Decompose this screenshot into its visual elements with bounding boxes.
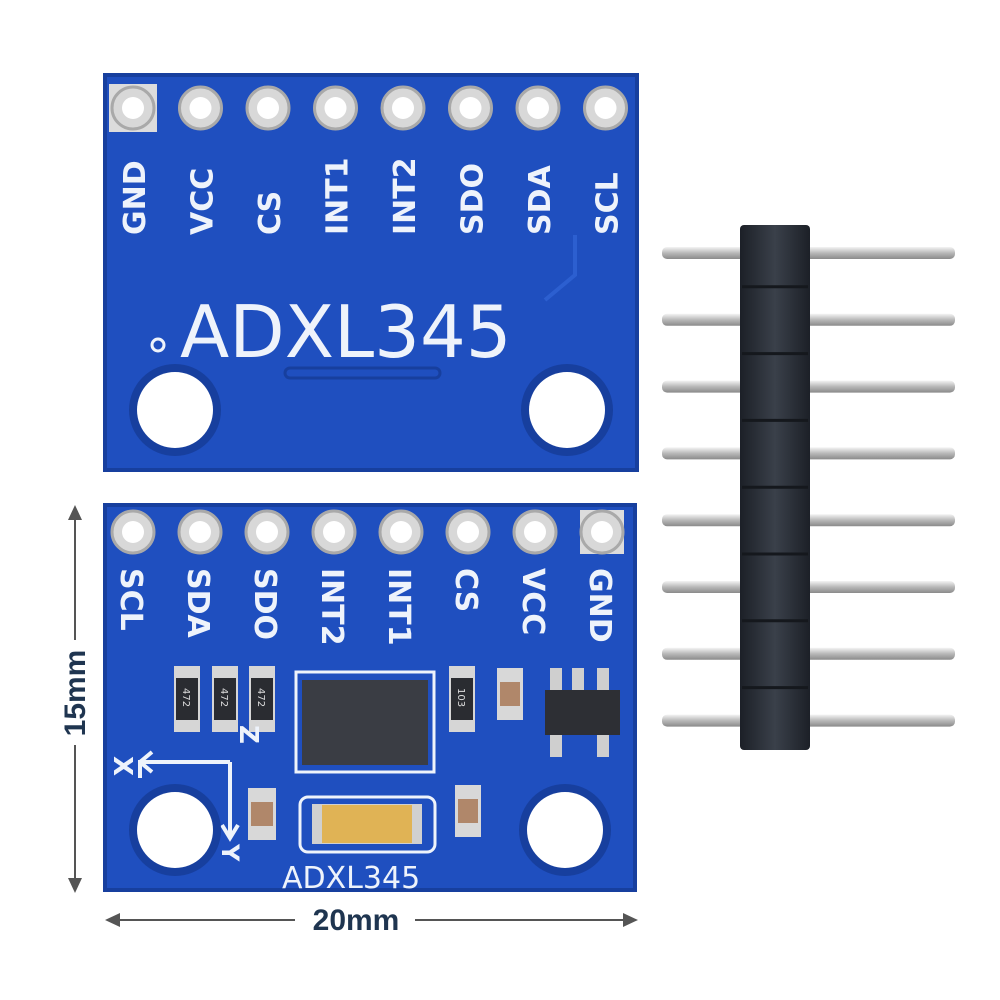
pin-label: INT2	[314, 568, 349, 646]
pin-label: INT1	[381, 568, 416, 646]
pin-label: SDA	[180, 568, 215, 639]
resistor-code: 472	[218, 688, 229, 707]
pin-label: VCC	[186, 168, 221, 235]
resistor-code: 103	[455, 688, 466, 707]
pin-label: SDO	[456, 163, 491, 235]
pin-label: SDA	[523, 164, 558, 235]
pin-label: SCL	[591, 172, 626, 235]
adxl345-chip	[302, 680, 428, 765]
y-axis-label: Y	[216, 843, 244, 862]
x-axis-label: X	[107, 756, 137, 776]
dimension-height: 15mm	[59, 505, 92, 893]
bottom-board: SCL SDA SDO INT2 INT1 CS VCC GND 472 472 472 103 X…	[103, 503, 637, 896]
pin-label: INT1	[321, 157, 356, 235]
chip-outline	[294, 670, 436, 774]
voltage-regulator	[545, 690, 620, 735]
resistor-code: 472	[180, 688, 191, 707]
pin-label: VCC	[515, 568, 550, 635]
top-board: GND VCC CS INT1 INT2 SDO SDA SCL ADXL345	[103, 73, 639, 472]
mounting-hole	[137, 372, 213, 448]
pin-label: SCL	[113, 568, 148, 631]
resistor-code: 472	[255, 688, 266, 707]
mounting-hole	[529, 372, 605, 448]
tantalum-capacitor	[322, 805, 412, 843]
height-label: 15mm	[59, 650, 92, 737]
capacitor	[497, 668, 523, 720]
capacitor	[248, 788, 276, 840]
trace	[543, 235, 577, 302]
resistor: 472	[249, 666, 275, 732]
resistor: 472	[212, 666, 238, 732]
dimension-width: 20mm	[105, 904, 638, 937]
pin-label: CS	[448, 568, 483, 612]
x-axis-arrow	[138, 750, 230, 778]
trace-slot	[283, 366, 442, 380]
z-axis-label: Z	[233, 725, 263, 744]
mounting-hole	[137, 792, 213, 868]
mounting-hole	[527, 792, 603, 868]
resistor: 472	[174, 666, 200, 732]
pin1-dot	[150, 337, 166, 353]
pin-label: GND	[582, 568, 617, 643]
pin-label: INT2	[388, 157, 423, 235]
pin-label: GND	[118, 160, 153, 235]
pin-label: CS	[253, 191, 288, 235]
width-label: 20mm	[313, 904, 400, 937]
pin-header	[662, 225, 955, 750]
resistor: 103	[449, 666, 475, 732]
board-title-small: ADXL345	[282, 861, 420, 896]
board-title: ADXL345	[180, 290, 512, 374]
y-axis-arrow	[220, 762, 240, 842]
capacitor	[455, 785, 481, 837]
pin-label: SDO	[247, 568, 282, 640]
